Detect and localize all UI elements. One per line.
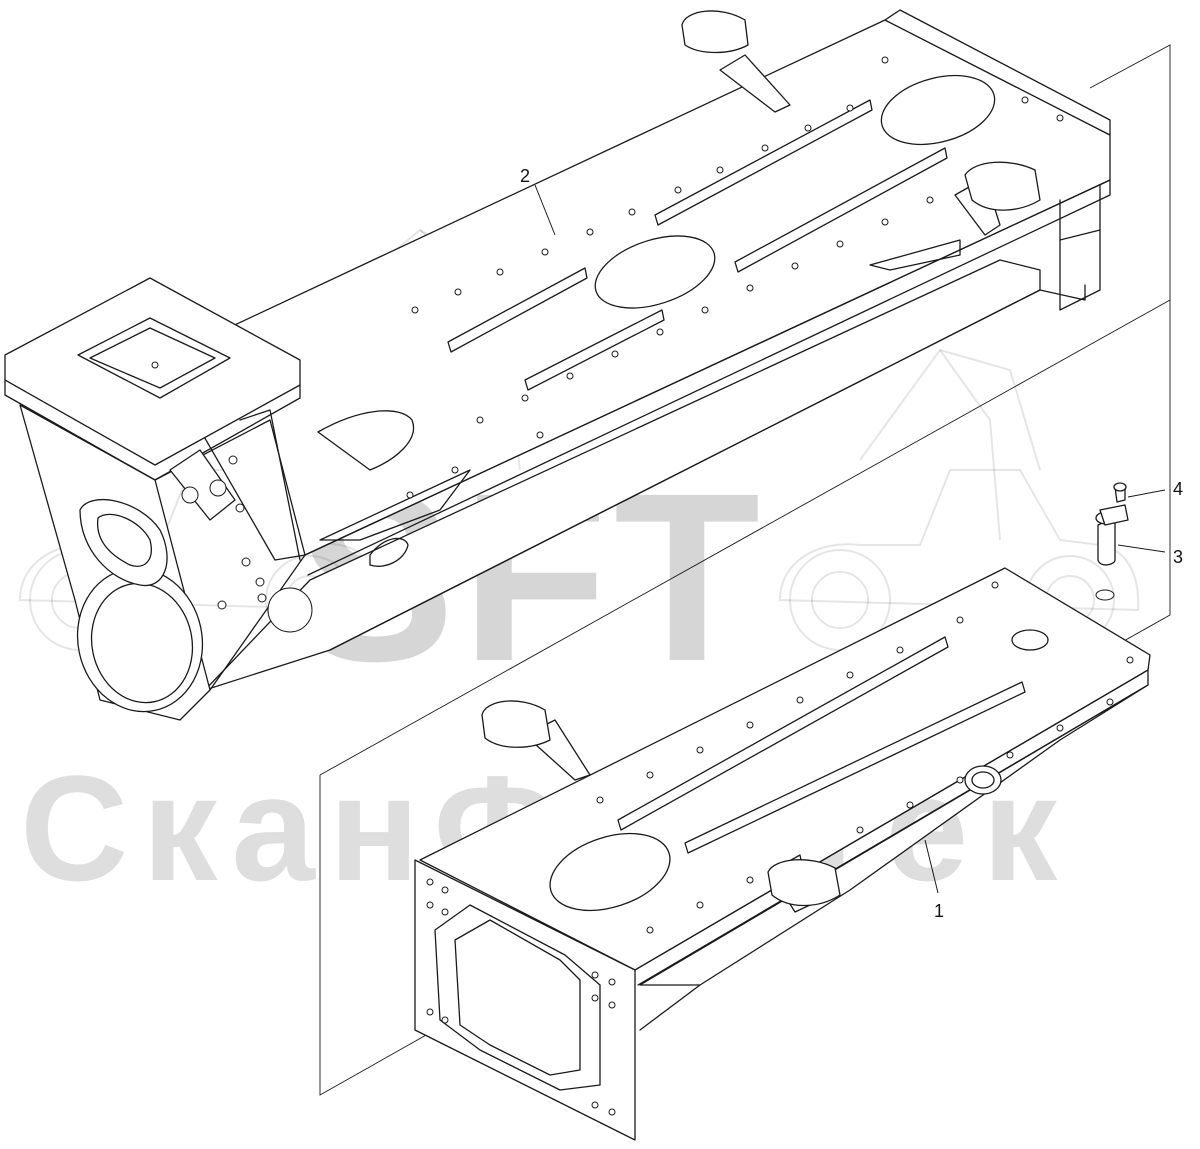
plate-bore bbox=[1011, 629, 1049, 651]
callout-leaders bbox=[534, 184, 1166, 894]
plate-holes bbox=[406, 56, 1064, 499]
part-1-lower-frame bbox=[414, 567, 1151, 1141]
stop-block bbox=[481, 700, 841, 913]
wear-strip bbox=[617, 636, 1026, 854]
callout-1: 1 bbox=[934, 901, 944, 921]
wear-strip bbox=[447, 99, 948, 391]
cross-tube bbox=[964, 765, 1002, 795]
inspection-cover bbox=[880, 74, 996, 146]
bolt-holes bbox=[426, 878, 616, 1116]
part-2-upper-frame bbox=[4, 9, 1111, 721]
callout-2: 2 bbox=[520, 166, 530, 186]
part-4-bolt bbox=[1113, 482, 1127, 503]
callout-4: 4 bbox=[1173, 479, 1183, 499]
inspection-cover bbox=[549, 832, 671, 912]
part-3-pin bbox=[1095, 504, 1129, 566]
callout-3: 3 bbox=[1173, 547, 1183, 567]
stop-block bbox=[681, 10, 1041, 236]
inspection-cover bbox=[317, 410, 415, 471]
bolt-holes bbox=[151, 361, 267, 610]
inspection-cover bbox=[594, 235, 716, 309]
plate-holes bbox=[596, 581, 1134, 934]
